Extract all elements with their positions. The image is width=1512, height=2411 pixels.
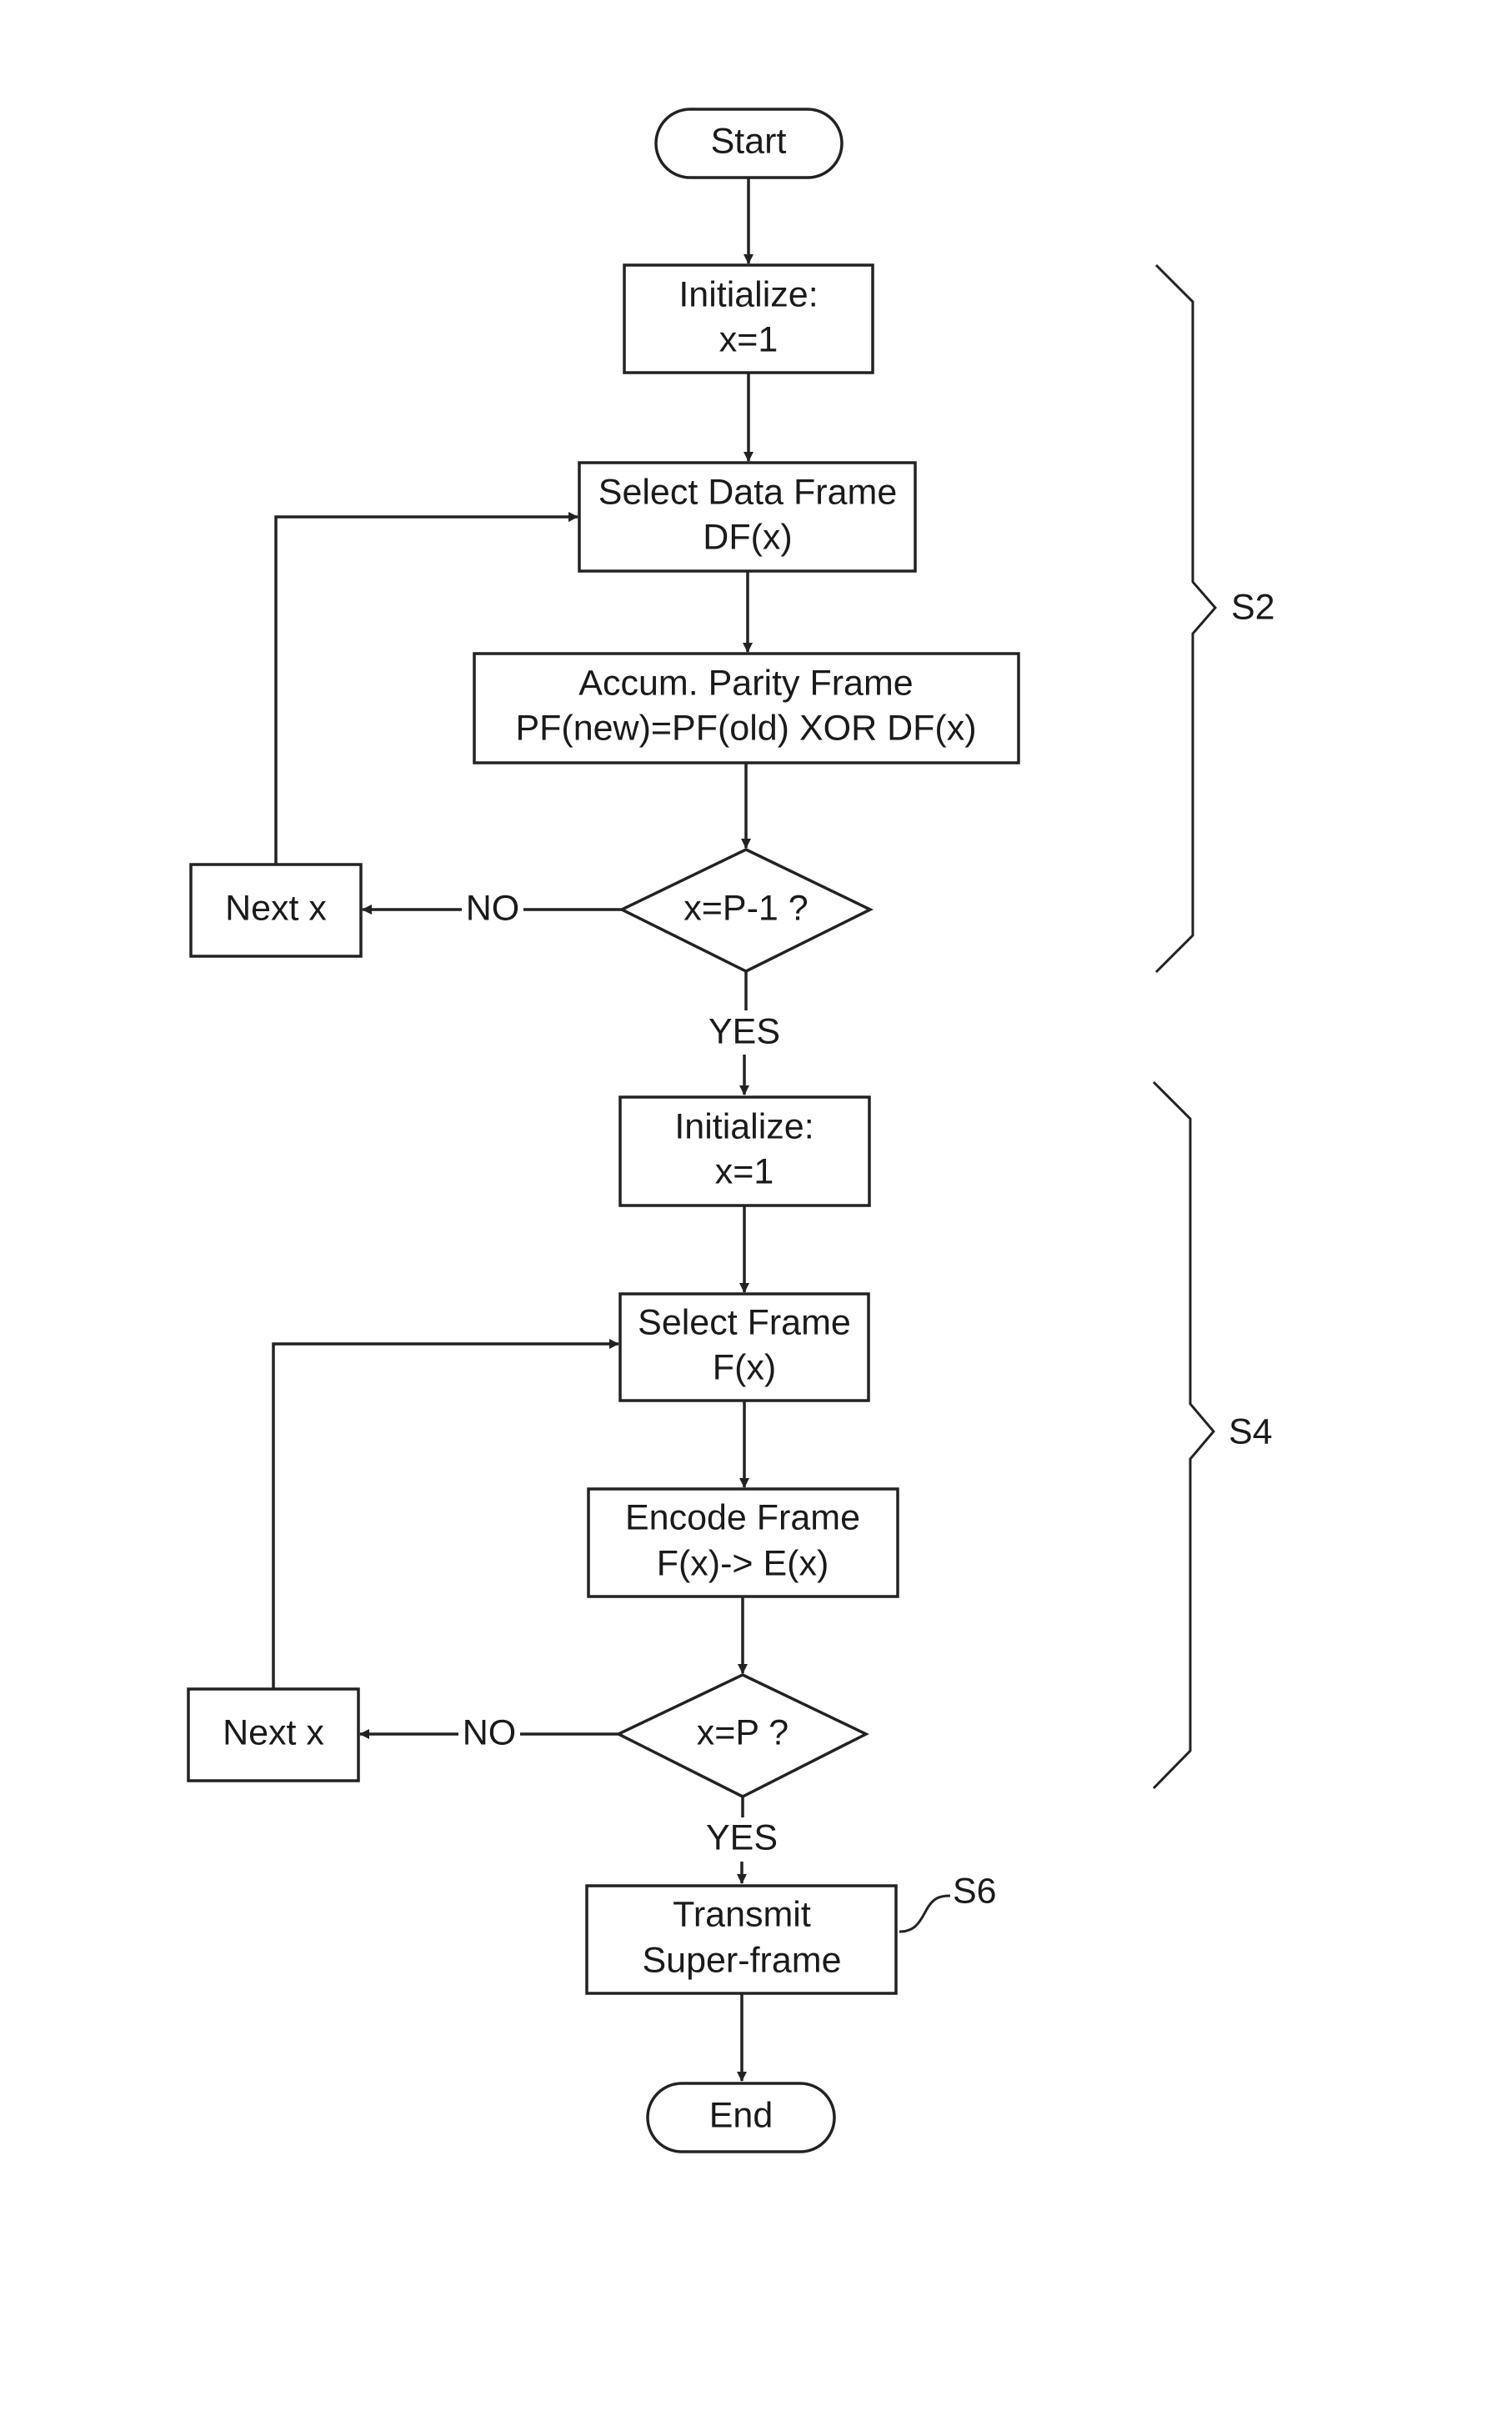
- initialize-step-1-line-2: x=1: [719, 319, 779, 359]
- end-label: End: [709, 2095, 774, 2135]
- select-data-frame-step: Select Data Frame DF(x): [579, 463, 915, 571]
- connector-loop-2: [273, 1344, 618, 1689]
- start-label: Start: [711, 121, 787, 161]
- decision-1-label: x=P-1 ?: [683, 888, 808, 928]
- decision-1-no-label: NO: [466, 888, 520, 928]
- next-x-2-label: Next x: [223, 1712, 324, 1752]
- select-frame-step: Select Frame F(x): [620, 1294, 869, 1401]
- initialize-step-1-line-1: Initialize:: [678, 274, 818, 314]
- next-x-1-label: Next x: [225, 888, 327, 928]
- accumulate-parity-line-1: Accum. Parity Frame: [578, 663, 913, 703]
- start-terminal: Start: [656, 109, 842, 178]
- decision-2-yes-label: YES: [706, 1817, 778, 1857]
- s6-leader-line: [899, 1896, 950, 1932]
- brace-s4: [1154, 1082, 1214, 1788]
- next-x-step-2: Next x: [188, 1689, 358, 1781]
- initialize-step-2: Initialize: x=1: [620, 1097, 869, 1206]
- brace-s4-label: S4: [1229, 1411, 1273, 1451]
- brace-s2-label: S2: [1231, 587, 1275, 627]
- decision-1-diamond: x=P-1 ?: [622, 850, 870, 971]
- encode-frame-step: Encode Frame F(x)-> E(x): [588, 1489, 898, 1596]
- next-x-step-1: Next x: [191, 865, 361, 956]
- s6-label: S6: [953, 1871, 997, 1911]
- decision-1-yes-label: YES: [708, 1011, 780, 1051]
- select-frame-line-1: Select Frame: [638, 1302, 851, 1342]
- transmit-line-1: Transmit: [673, 1894, 811, 1934]
- initialize-step-2-line-2: x=1: [715, 1151, 774, 1191]
- select-frame-line-2: F(x): [713, 1347, 776, 1387]
- transmit-super-frame-step: Transmit Super-frame: [587, 1886, 896, 1993]
- encode-frame-line-2: F(x)-> E(x): [657, 1543, 829, 1583]
- select-data-frame-line-2: DF(x): [703, 517, 792, 557]
- decision-2-label: x=P ?: [697, 1712, 789, 1752]
- select-data-frame-line-1: Select Data Frame: [598, 472, 897, 512]
- initialize-step-1: Initialize: x=1: [624, 265, 873, 373]
- decision-2-diamond: x=P ?: [618, 1675, 866, 1797]
- transmit-line-2: Super-frame: [643, 1940, 842, 1980]
- brace-s2: [1156, 265, 1215, 972]
- initialize-step-2-line-1: Initialize:: [674, 1106, 814, 1146]
- decision-2-no-label: NO: [463, 1712, 517, 1752]
- accumulate-parity-line-2: PF(new)=PF(old) XOR DF(x): [515, 708, 976, 748]
- accumulate-parity-frame-step: Accum. Parity Frame PF(new)=PF(old) XOR …: [474, 654, 1019, 763]
- encode-frame-line-1: Encode Frame: [625, 1497, 860, 1537]
- end-terminal: End: [648, 2083, 834, 2152]
